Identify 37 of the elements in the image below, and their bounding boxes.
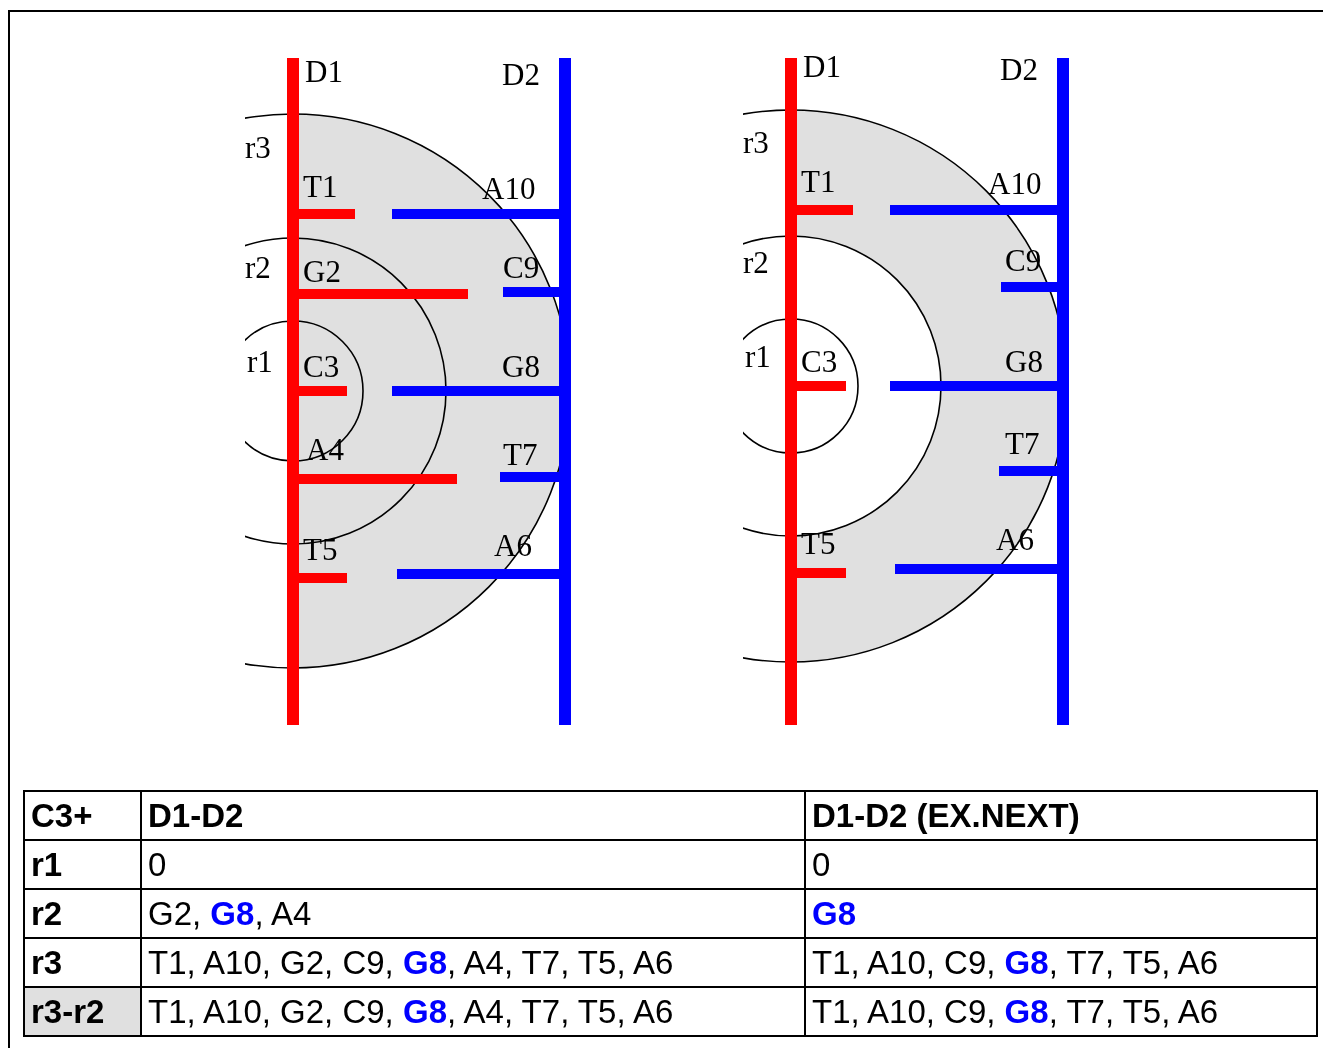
table-cell: G8: [805, 889, 1317, 938]
base-label: T1: [303, 171, 338, 203]
table-cell: 0: [141, 840, 805, 889]
column-header: C3+: [24, 791, 141, 840]
radius-label: r3: [743, 127, 769, 159]
row-header: r1: [24, 840, 141, 889]
row-header: r3-r2: [24, 987, 141, 1036]
table-cell: T1, A10, C9, G8, T7, T5, A6: [805, 938, 1317, 987]
base-label: C3: [303, 351, 340, 383]
base-label: A10: [482, 173, 536, 205]
table-cell: T1, A10, C9, G8, T7, T5, A6: [805, 987, 1317, 1036]
radius-label: r2: [743, 247, 769, 279]
column-header: D1-D2 (EX.NEXT): [805, 791, 1317, 840]
table-cell: 0: [805, 840, 1317, 889]
base-label: T7: [503, 439, 538, 471]
base-label: T7: [1005, 428, 1040, 460]
radius-label: r1: [745, 341, 771, 373]
base-label: G8: [502, 351, 540, 383]
base-label: C3: [801, 346, 838, 378]
base-label: C9: [503, 252, 540, 284]
base-label: G2: [303, 256, 341, 288]
table-cell: G2, G8, A4: [141, 889, 805, 938]
radius-label: r2: [245, 252, 271, 284]
column-header: D1-D2: [141, 791, 805, 840]
table-cell: T1, A10, G2, C9, G8, A4, T7, T5, A6: [141, 987, 805, 1036]
radius-label: r3: [245, 132, 271, 164]
table-cell: T1, A10, G2, C9, G8, A4, T7, T5, A6: [141, 938, 805, 987]
radius-label: r1: [247, 346, 273, 378]
base-label: T1: [801, 166, 836, 198]
row-header: r2: [24, 889, 141, 938]
base-label: T5: [801, 528, 836, 560]
strand-label: D2: [502, 59, 540, 91]
strand-label: D1: [305, 56, 343, 88]
base-label: G8: [1005, 346, 1043, 378]
strand-label: D1: [803, 51, 841, 83]
base-label: A10: [988, 168, 1042, 200]
strand-label: D2: [1000, 54, 1038, 86]
